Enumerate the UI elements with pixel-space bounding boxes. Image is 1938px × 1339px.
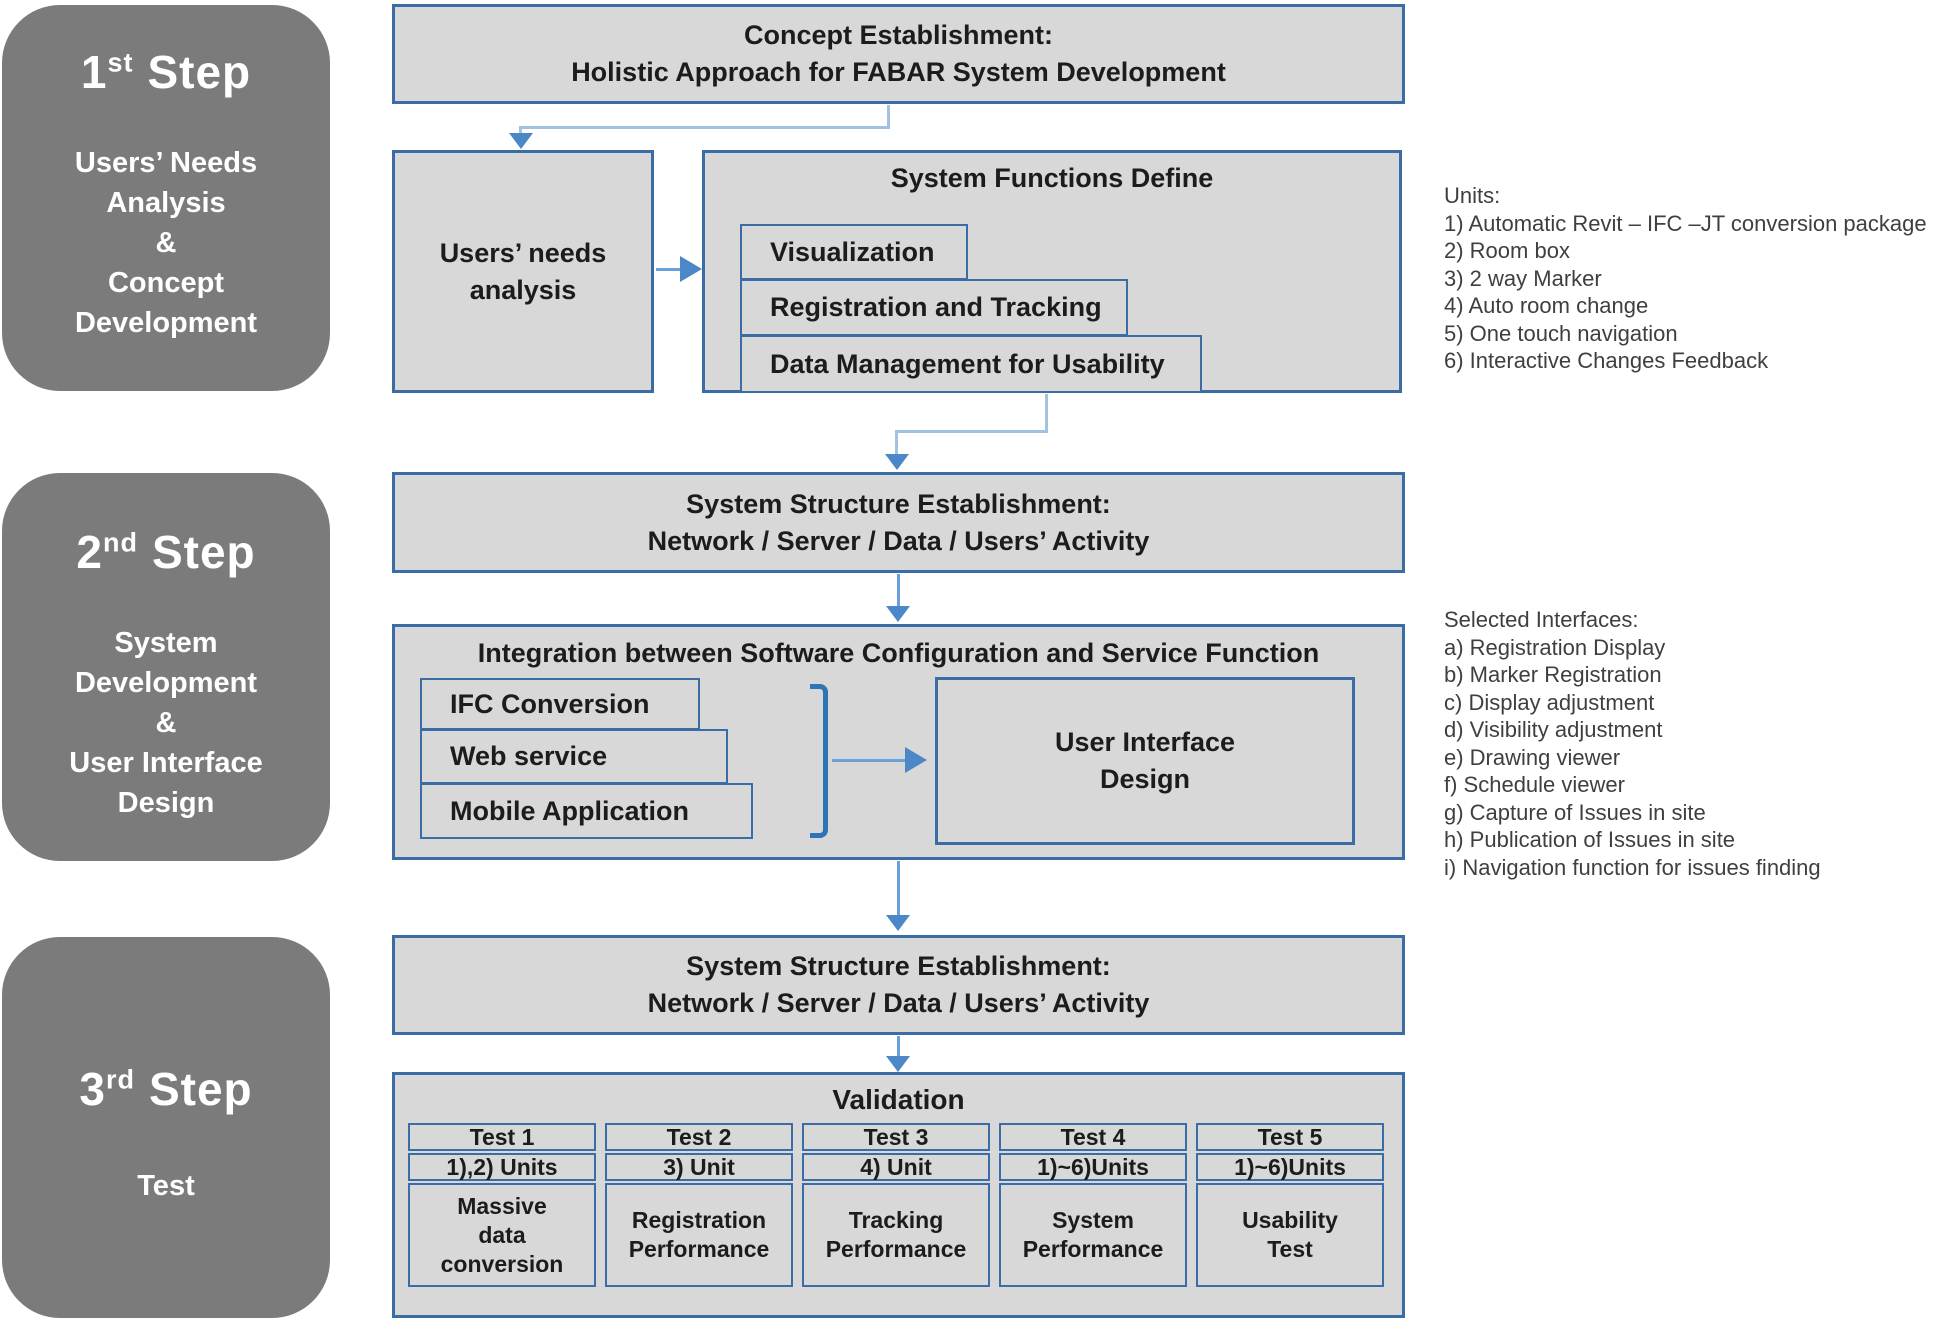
interface-item: h) Publication of Issues in site xyxy=(1444,827,1736,852)
arrow-line xyxy=(897,861,900,917)
connector-segment xyxy=(895,430,898,456)
test-1-header: Test 1 xyxy=(408,1123,596,1151)
test-2-desc: Registration Performance xyxy=(605,1183,793,1287)
interface-item: e) Drawing viewer xyxy=(1444,744,1621,770)
test-3-header: Test 3 xyxy=(802,1123,990,1151)
interface-item: g) Capture of Issues in site xyxy=(1444,799,1706,825)
test-5-desc: Usability Test xyxy=(1196,1183,1384,1287)
test-1-desc: Massive data conversion xyxy=(408,1183,596,1287)
arrow-line xyxy=(832,759,907,762)
test-5-units: 1)~6)Units xyxy=(1196,1153,1384,1181)
step-2-subtitle: System Development & User Interface Desi… xyxy=(69,627,263,819)
system-structure-box-1: System Structure Establishment: Network … xyxy=(392,472,1405,573)
test-5-header: Test 5 xyxy=(1196,1123,1384,1151)
connector-segment xyxy=(519,126,522,137)
interfaces-annotation-title: Selected Interfaces: xyxy=(1444,607,1639,632)
mobile-application-box: Mobile Application xyxy=(420,783,753,839)
units-item: 4) Auto room change xyxy=(1444,293,1649,318)
units-item: 6) Interactive Changes Feedback xyxy=(1444,348,1769,373)
arrow-down-icon xyxy=(886,1056,910,1072)
test-1-units: 1),2) Units xyxy=(408,1153,596,1181)
interface-item: a) Registration Display xyxy=(1444,634,1666,660)
grouping-bracket xyxy=(810,684,828,838)
units-annotation-title: Units: xyxy=(1444,183,1501,208)
data-management-box: Data Management for Usability xyxy=(740,335,1202,393)
test-4-desc: System Performance xyxy=(999,1183,1187,1287)
visualization-box: Visualization xyxy=(740,224,968,280)
web-service-box: Web service xyxy=(420,729,728,784)
connector-segment xyxy=(1045,394,1048,433)
connector-segment xyxy=(887,105,890,128)
step-1-subtitle: Users’ Needs Analysis & Concept Developm… xyxy=(74,147,258,339)
interface-item: d) Visibility adjustment xyxy=(1444,717,1663,742)
interface-item: b) Marker Registration xyxy=(1444,662,1662,687)
test-3-desc: Tracking Performance xyxy=(802,1183,990,1287)
registration-tracking-box: Registration and Tracking xyxy=(740,279,1128,336)
connector-segment xyxy=(895,430,1048,433)
arrow-line xyxy=(656,268,686,271)
test-2-header: Test 2 xyxy=(605,1123,793,1151)
system-functions-title: System Functions Define xyxy=(890,163,1214,193)
arrow-right-icon xyxy=(905,747,927,773)
units-item: 5) One touch navigation xyxy=(1444,320,1678,346)
integration-title: Integration between Software Configurati… xyxy=(477,638,1320,668)
user-interface-design-box: User Interface Design xyxy=(935,677,1355,845)
units-item: 3) 2 way Marker xyxy=(1444,265,1602,291)
units-annotation: Units: 1) Automatic Revit – IFC –JT conv… xyxy=(1444,182,1936,375)
concept-establishment-box: Concept Establishment: Holistic Approach… xyxy=(392,4,1405,104)
interface-item: f) Schedule viewer xyxy=(1444,772,1625,797)
connector-segment xyxy=(519,126,890,129)
test-4-units: 1)~6)Units xyxy=(999,1153,1187,1181)
users-needs-analysis-box: Users’ needs analysis xyxy=(392,150,654,393)
units-item: 2) Room box xyxy=(1444,238,1570,263)
selected-interfaces-annotation: Selected Interfaces: a) Registration Dis… xyxy=(1444,606,1936,881)
test-2-units: 3) Unit xyxy=(605,1153,793,1181)
arrow-down-icon xyxy=(885,454,909,470)
ifc-conversion-box: IFC Conversion xyxy=(420,678,700,730)
units-item: 1) Automatic Revit – IFC –JT conversion … xyxy=(1444,210,1927,236)
test-4-header: Test 4 xyxy=(999,1123,1187,1151)
interface-item: c) Display adjustment xyxy=(1444,689,1655,715)
arrow-line xyxy=(897,1036,900,1060)
system-structure-box-2: System Structure Establishment: Network … xyxy=(392,935,1405,1035)
arrow-down-icon xyxy=(509,133,533,149)
arrow-down-icon xyxy=(886,915,910,931)
interface-item: i) Navigation function for issues findin… xyxy=(1444,854,1821,880)
step-3-subtitle: Test xyxy=(137,1170,195,1202)
arrow-line xyxy=(897,574,900,608)
validation-title: Validation xyxy=(832,1084,965,1115)
test-3-units: 4) Unit xyxy=(802,1153,990,1181)
arrow-down-icon xyxy=(886,606,910,622)
arrow-right-icon xyxy=(680,256,702,282)
